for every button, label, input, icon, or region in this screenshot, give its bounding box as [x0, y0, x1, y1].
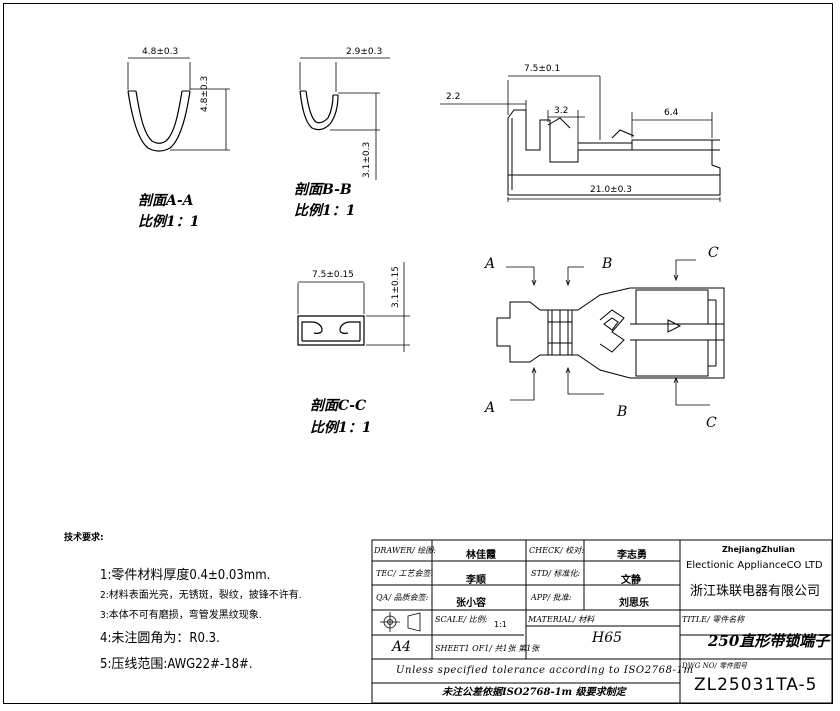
- note-item-1: 1:零件材料厚度0.4±0.03mm.: [100, 568, 271, 583]
- section-cc-shape: [297, 315, 365, 346]
- marker-a-bottom: A: [485, 400, 496, 416]
- side-top-dim: 7.5±0.1: [524, 64, 561, 74]
- side-view-shape: [507, 109, 721, 196]
- std-label: STD/ 标准化:: [531, 569, 581, 578]
- cc-section-title: 剖面C-C: [310, 398, 367, 414]
- bb-height-dim: 3.1±0.3: [362, 141, 372, 178]
- marker-b-bottom: B: [617, 404, 628, 420]
- qa-value: 张小容: [456, 598, 486, 609]
- tolerance-cn: 未注公差依据ISO2768-1m 级要求制定: [442, 687, 626, 698]
- notes-heading: 技术要求:: [64, 533, 104, 543]
- side-right-dim: 6.4: [664, 108, 679, 118]
- company-en-line1: ZhejiangZhulian: [722, 545, 795, 554]
- cc-width-dim: 7.5±0.15: [312, 270, 354, 280]
- tec-label: TEC/ 工艺会签:: [376, 569, 434, 578]
- cc-section-scale: 比例1：1: [310, 420, 372, 436]
- aa-section-scale: 比例1：1: [138, 214, 200, 230]
- bb-section-scale: 比例1：1: [294, 203, 356, 219]
- section-bb-dims: [299, 57, 390, 180]
- material-value: H65: [592, 630, 623, 646]
- note-item-3: 3:本体不可有磨损，弯管发黑纹现象.: [100, 610, 262, 621]
- note-item-4: 4:未注圆角为：R0.3.: [100, 631, 220, 646]
- aa-section-title: 剖面A-A: [138, 193, 194, 209]
- app-value: 刘思乐: [619, 598, 649, 609]
- scale-value: 1:1: [494, 620, 507, 629]
- company-cn: 浙江珠联电器有限公司: [690, 584, 821, 599]
- scale-label: SCALE/ 比例:: [435, 615, 488, 624]
- side-overall-dim: 21.0±0.3: [590, 185, 632, 195]
- bb-width-dim: 2.9±0.3: [346, 47, 383, 57]
- note-item-2: 2:材料表面光亮，无锈斑，裂纹，披锋不许有.: [100, 590, 302, 601]
- title-value: 250直形带锁端子: [708, 632, 830, 650]
- bb-section-title: 剖面B-B: [294, 182, 352, 198]
- section-aa-dims: [127, 57, 230, 151]
- dwg-value: ZL25031TA-5: [694, 675, 818, 695]
- tolerance-en: Unless specified tolerance according to …: [396, 665, 694, 676]
- drawer-value: 林佳霞: [466, 550, 496, 561]
- drawer-label: DRAWER/ 绘图:: [374, 546, 436, 555]
- app-label: APP/ 批准:: [531, 593, 572, 602]
- note-item-5: 5:压线范围:AWG22#-18#.: [100, 657, 253, 672]
- company-en-line2: Electionic ApplianceCO LTD: [686, 560, 823, 571]
- section-bb-shape: [299, 90, 339, 131]
- qa-label: QA/ 品质会签:: [376, 593, 429, 602]
- check-label: CHECK/ 校对:: [529, 546, 584, 555]
- side-view-dims: [440, 75, 721, 202]
- top-view-section-markers: [506, 259, 710, 406]
- side-left-dim: 2.2: [446, 92, 461, 102]
- std-value: 文静: [621, 575, 641, 586]
- projection-symbol: [380, 612, 421, 632]
- marker-a-top: A: [485, 256, 496, 272]
- marker-b-top: B: [602, 256, 613, 272]
- marker-c-bottom: C: [706, 415, 717, 431]
- tec-value: 李顺: [466, 575, 486, 586]
- aa-height-dim: 4.8±0.3: [200, 75, 210, 112]
- title-block-grid: [371, 539, 833, 704]
- sheet-label: SHEET1 OF1/ 共1张 第1张: [435, 644, 540, 653]
- material-label: MATERIAL/ 材料: [528, 615, 595, 624]
- section-aa-shape: [127, 90, 191, 152]
- cc-height-dim: 3.1±0.15: [391, 266, 401, 308]
- title-label: TITLE/ 零件名称: [682, 615, 745, 624]
- side-mid-dim: 3.2: [554, 106, 569, 116]
- section-cc-dims: [297, 262, 410, 352]
- dwg-label: DWG NO/ 零件图号: [682, 662, 748, 670]
- check-value: 李志勇: [617, 550, 647, 561]
- top-view-shape: [496, 287, 725, 379]
- marker-c-top: C: [708, 245, 719, 261]
- paper-size: A4: [392, 639, 412, 655]
- aa-width-dim: 4.8±0.3: [142, 47, 179, 57]
